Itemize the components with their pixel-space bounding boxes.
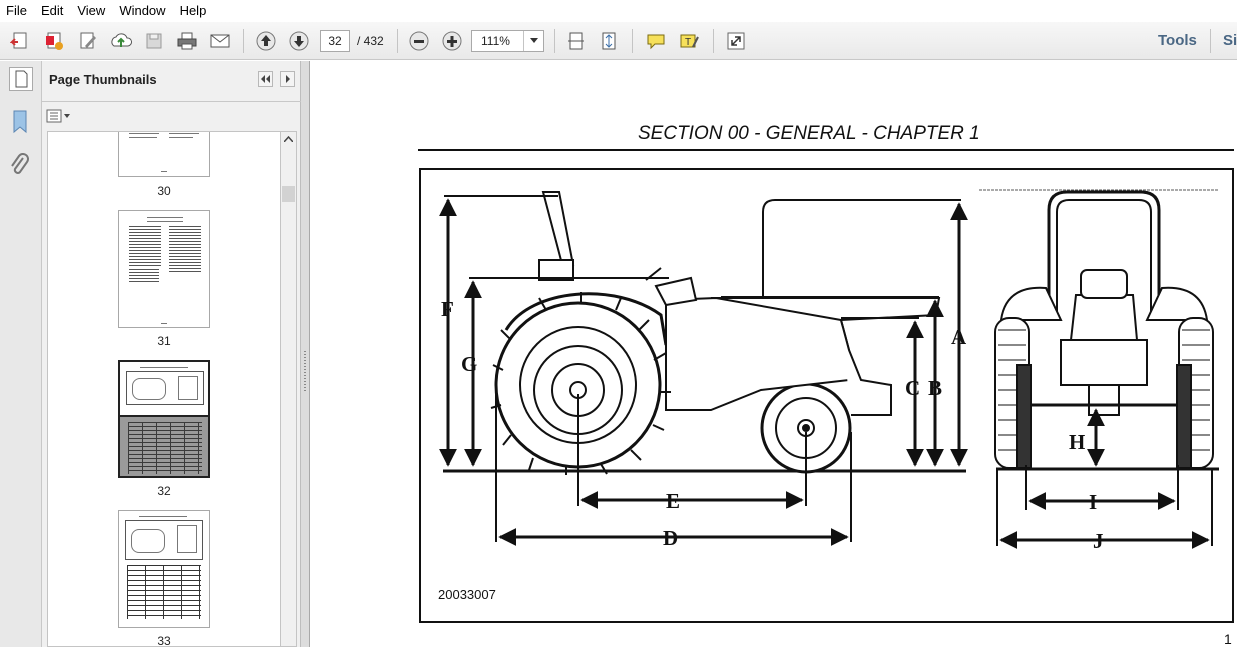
- expand-icon[interactable]: [721, 26, 751, 56]
- thumbnail-page-32[interactable]: [118, 360, 210, 478]
- tools-button[interactable]: Tools: [1158, 32, 1197, 49]
- thumbnail-page-33[interactable]: [118, 510, 210, 628]
- thumbnail-scrollbar[interactable]: [281, 131, 297, 647]
- fit-page-icon[interactable]: [594, 26, 624, 56]
- print-icon[interactable]: [172, 26, 202, 56]
- previous-page-icon[interactable]: [251, 26, 281, 56]
- dimension-label-j: J: [1093, 529, 1104, 553]
- menu-bar: File Edit View Window Help: [0, 0, 1237, 22]
- zoom-value: 111%: [481, 34, 510, 48]
- menu-window[interactable]: Window: [119, 3, 166, 18]
- expand-panel-icon[interactable]: [280, 71, 295, 87]
- menu-file[interactable]: File: [6, 3, 27, 18]
- header-rule: [418, 149, 1234, 151]
- thumbnail-options-icon[interactable]: [46, 106, 74, 126]
- thumbnail-label: 31: [157, 334, 171, 348]
- dimension-label-f: F: [441, 297, 454, 321]
- svg-text:T: T: [685, 37, 691, 48]
- highlight-icon[interactable]: T: [674, 26, 704, 56]
- bookmarks-icon[interactable]: [10, 109, 32, 135]
- fit-width-icon[interactable]: [561, 26, 591, 56]
- dimension-label-a: A: [951, 325, 967, 349]
- edit-pdf-icon[interactable]: [73, 26, 103, 56]
- scroll-up-icon[interactable]: [284, 136, 293, 142]
- document-view[interactable]: SECTION 00 - GENERAL - CHAPTER 1: [310, 61, 1237, 647]
- toolbar: 32 / 432 111% T Tools Si: [0, 22, 1237, 60]
- sign-button[interactable]: Si: [1223, 32, 1237, 49]
- tractor-dimensions-figure: F G A B C E D: [419, 168, 1234, 623]
- save-icon[interactable]: [139, 26, 169, 56]
- chevron-down-icon[interactable]: [523, 31, 543, 51]
- section-header: SECTION 00 - GENERAL - CHAPTER 1: [638, 123, 980, 144]
- attachments-icon[interactable]: [8, 153, 32, 179]
- thumbnail-label: 33: [157, 634, 171, 647]
- zoom-out-icon[interactable]: [404, 26, 434, 56]
- dimension-label-g: G: [461, 352, 477, 376]
- comment-icon[interactable]: [641, 26, 671, 56]
- page-number-input[interactable]: 32: [320, 30, 350, 52]
- navigation-strip: [0, 61, 42, 647]
- thumbnail-label: 32: [157, 484, 171, 498]
- upload-cloud-icon[interactable]: [106, 26, 136, 56]
- next-page-icon[interactable]: [284, 26, 314, 56]
- page-total: / 432: [357, 34, 384, 48]
- page-thumbnails-panel: Page Thumbnails 30 31: [42, 61, 301, 647]
- dimension-label-c: C: [905, 376, 920, 400]
- dimension-label-h: H: [1069, 430, 1085, 454]
- thumbnail-label: 30: [157, 184, 171, 198]
- dimension-label-d: D: [663, 526, 678, 550]
- thumbnail-page-30[interactable]: [118, 132, 210, 177]
- menu-help[interactable]: Help: [179, 3, 207, 18]
- menu-edit[interactable]: Edit: [40, 3, 64, 18]
- collapse-panel-icon[interactable]: [258, 71, 273, 87]
- figure-id: 20033007: [438, 587, 496, 602]
- zoom-in-icon[interactable]: [437, 26, 467, 56]
- panel-splitter[interactable]: [301, 61, 310, 647]
- page-number: 1: [1224, 631, 1232, 647]
- create-document-icon[interactable]: [39, 26, 69, 56]
- panel-title: Page Thumbnails: [49, 72, 157, 87]
- email-icon[interactable]: [205, 26, 235, 56]
- thumbnail-page-31[interactable]: [118, 210, 210, 328]
- tractor-dimension-drawing: F G A B C E D: [439, 189, 1219, 553]
- thumbnail-list: 30 31 32 33: [47, 131, 281, 647]
- zoom-select[interactable]: 111%: [471, 30, 544, 52]
- scroll-thumb[interactable]: [282, 186, 295, 202]
- page-thumbnails-icon[interactable]: [9, 67, 33, 91]
- dimension-label-e: E: [666, 489, 680, 513]
- menu-view[interactable]: View: [77, 3, 106, 18]
- create-pdf-icon[interactable]: [6, 26, 36, 56]
- dimension-label-i: I: [1089, 490, 1097, 514]
- dimension-label-b: B: [928, 376, 942, 400]
